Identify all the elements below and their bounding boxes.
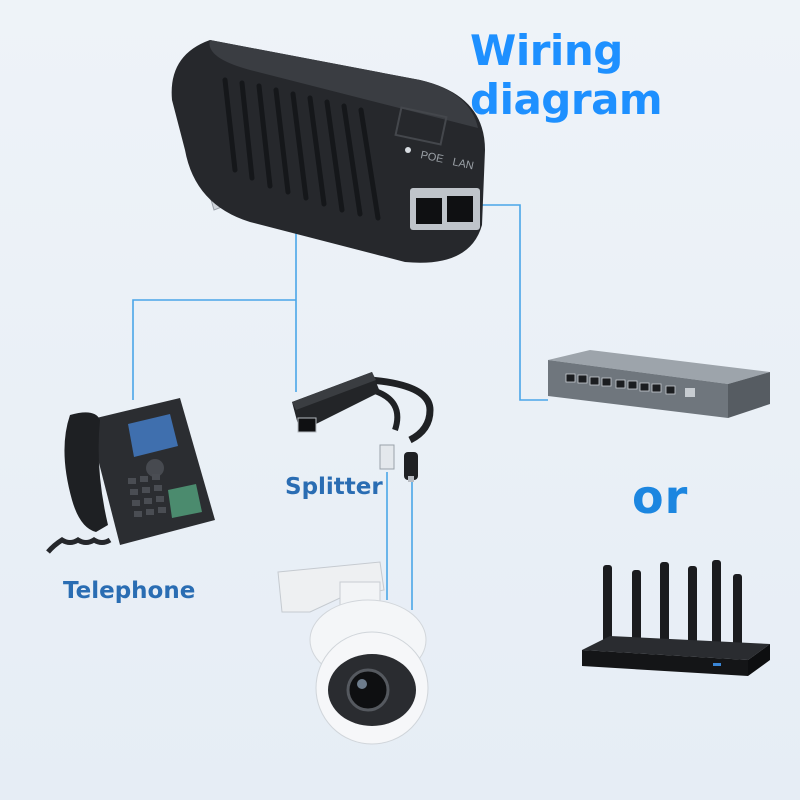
splitter-rj45-plug xyxy=(379,444,395,470)
wifi-router xyxy=(582,560,770,676)
adapter-indicator-led xyxy=(405,147,411,153)
adapter-port-poe xyxy=(416,198,442,224)
splitter-label: Splitter xyxy=(285,474,383,500)
phone-cord xyxy=(46,537,112,554)
or-label: or xyxy=(632,470,689,524)
camera-lens xyxy=(346,668,390,712)
phone-handset xyxy=(64,412,108,532)
adapter-ribs xyxy=(222,77,381,221)
router-front xyxy=(582,650,748,676)
router-status-led xyxy=(713,663,721,666)
router-side xyxy=(748,644,770,676)
phone-keypad xyxy=(128,474,166,517)
phone-side-screen xyxy=(168,484,202,518)
phone-main-screen xyxy=(128,414,178,457)
splitter-cables xyxy=(371,387,401,431)
adapter-port-lan xyxy=(447,196,473,222)
ptz-camera xyxy=(277,561,429,745)
router-antennas xyxy=(603,560,742,648)
switch-top xyxy=(548,350,770,384)
adapter-top-face xyxy=(209,40,478,128)
poe-splitter xyxy=(292,372,434,482)
splitter-rj45-jack xyxy=(297,417,317,433)
switch-uplink-port xyxy=(685,388,695,397)
poe-switch xyxy=(548,350,770,418)
adapter-poe-label: POE xyxy=(419,149,444,166)
adapter-label-panel xyxy=(394,106,448,146)
router-top xyxy=(582,636,770,660)
splitter-dc-plug xyxy=(404,452,418,480)
poe-adapter: POE LAN xyxy=(171,40,486,263)
switch-front xyxy=(548,360,728,418)
diagram-title: Wiring diagram xyxy=(470,26,663,124)
splitter-body xyxy=(292,372,380,432)
splitter-body-top xyxy=(292,372,376,410)
switch-ports xyxy=(565,373,676,395)
splitter-cables xyxy=(369,376,434,444)
switch-side xyxy=(728,372,770,418)
adapter-lan-label: LAN xyxy=(451,156,474,172)
adapter-rj45-ports xyxy=(410,188,480,230)
wire-trunk-to-phone xyxy=(132,299,296,400)
wire-adapter-to-switch xyxy=(478,204,548,401)
phone-nav-pad xyxy=(146,459,164,477)
ip-telephone xyxy=(46,398,215,554)
telephone-label: Telephone xyxy=(63,578,196,604)
